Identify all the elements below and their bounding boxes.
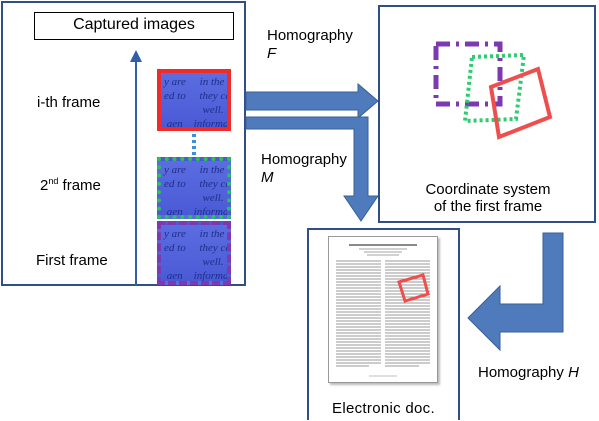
second-frame-outline (462, 52, 527, 124)
second-frame-text: y are in the f ed to they ca well. In ae… (164, 164, 231, 218)
homography-f-arrow (245, 82, 379, 120)
first-frame-text: y are in the f ed to they ca well. In ae… (164, 228, 231, 282)
captured-images-title: Captured images (34, 12, 234, 40)
document-match-region (397, 273, 430, 303)
first-frame-image: y are in the f ed to they ca well. In ae… (157, 221, 231, 285)
first-frame-outline (433, 41, 503, 107)
second-frame-image: y are in the f ed to they ca well. In ae… (157, 157, 231, 219)
dotted-connector (192, 134, 196, 156)
electronic-doc-caption: Electronic doc. (332, 400, 435, 417)
coordinate-shapes (433, 41, 553, 140)
frame-label-2nd: 2nd frame (40, 176, 101, 195)
document-page (328, 236, 438, 383)
ith-frame-image: y are in the f ed to they ca well. In ae… (157, 69, 231, 131)
coordinate-system-panel (378, 5, 596, 223)
ith-frame-outline (488, 66, 553, 140)
homography-h-label: Homography H (478, 364, 579, 381)
frame-label-first: First frame (36, 252, 108, 269)
homography-m-arrow (245, 116, 379, 222)
document-text-lines (336, 244, 430, 377)
homography-h-arrow (467, 232, 564, 352)
ith-frame-text: y are in the f ed to they ca well. In ae… (164, 76, 231, 130)
frame-label-ith: i-th frame (37, 94, 101, 111)
timeline-arrow (130, 50, 142, 286)
